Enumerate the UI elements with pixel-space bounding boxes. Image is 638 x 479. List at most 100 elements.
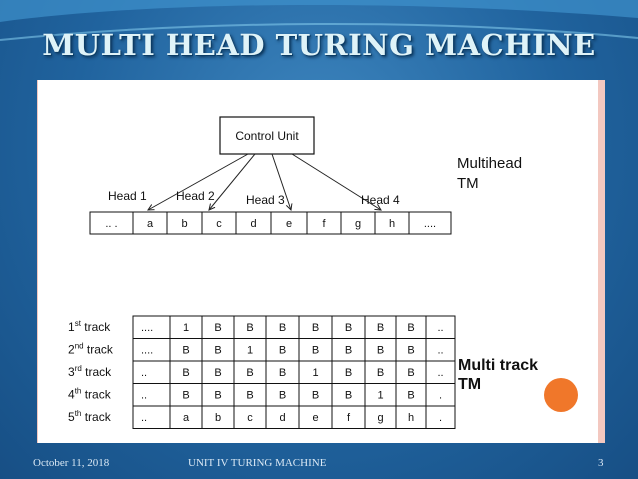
tape-cell-value: h	[389, 218, 395, 230]
footer-date: October 11, 2018	[33, 457, 110, 469]
track-cell-value: B	[377, 345, 384, 357]
track-ordinal-suffix: rd	[75, 364, 82, 373]
track-cell-value: B	[279, 390, 286, 402]
track-cell-value: ..	[141, 367, 147, 379]
head-4-arrow	[291, 153, 381, 210]
track-cell	[425, 405, 456, 429]
track-cell-value: B	[407, 367, 414, 379]
track-cell-value: B	[312, 322, 319, 334]
multitrack-label-line1: Multi track	[458, 357, 538, 374]
track-number: 5	[68, 410, 75, 424]
head-2-arrow	[209, 153, 256, 210]
track-cell-value: ....	[141, 322, 153, 334]
tape-cell-value: a	[147, 218, 154, 230]
header-swoosh	[0, 0, 638, 41]
track-cell-value: B	[214, 390, 221, 402]
tape-cell-value: ....	[424, 218, 436, 230]
track-cell-value: ..	[437, 367, 443, 379]
track-label: 2nd track	[68, 342, 114, 357]
head-2-label: Head 2	[176, 189, 215, 203]
head-3-arrow	[271, 153, 291, 210]
track-word: track	[82, 365, 112, 379]
track-cell-value: B	[214, 367, 221, 379]
track-cell-value: ..	[141, 390, 147, 402]
track-cell-value: 1	[377, 390, 383, 402]
track-ordinal-suffix: th	[75, 387, 82, 396]
track-cell-value: a	[183, 412, 190, 424]
track-cell-value: B	[407, 322, 414, 334]
track-cell-value: e	[312, 412, 318, 424]
track-cell-value: B	[377, 367, 384, 379]
head-3-label: Head 3	[246, 193, 285, 207]
tape-cell-value: b	[181, 218, 187, 230]
track-number: 2	[68, 343, 75, 357]
track-cell-value: c	[247, 412, 253, 424]
track-cell-value: B	[279, 322, 286, 334]
track-label: 1st track	[68, 319, 111, 334]
track-label: 4th track	[68, 387, 112, 402]
track-cell-value: B	[246, 322, 253, 334]
tape-cell-value: d	[250, 218, 256, 230]
slide-title: MULTI HEAD TURING MACHINE	[42, 28, 596, 62]
track-cell-value: B	[279, 345, 286, 357]
track-cell-value: B	[182, 390, 189, 402]
head-1-arrow	[148, 153, 249, 210]
tape-cell-value: g	[355, 218, 361, 230]
track-number: 1	[68, 320, 75, 334]
track-cell-value: B	[182, 367, 189, 379]
track-cell-value: f	[347, 412, 351, 424]
track-cell-value: ....	[141, 345, 153, 357]
tape-cell	[408, 211, 452, 235]
multihead-label-line1: Multihead	[457, 155, 522, 172]
track-cell-value: B	[345, 367, 352, 379]
track-cell-value: ..	[437, 345, 443, 357]
track-cell-value: b	[215, 412, 221, 424]
track-cell-value: B	[279, 367, 286, 379]
track-cell-value: 1	[247, 345, 253, 357]
track-cell	[132, 405, 171, 429]
track-cell-value: B	[312, 390, 319, 402]
page-number: 3	[598, 457, 604, 469]
track-number: 3	[68, 365, 75, 379]
track-cell-value: B	[214, 322, 221, 334]
track-cell-value: B	[214, 345, 221, 357]
track-cell-value: g	[377, 412, 383, 424]
track-cell-value: B	[377, 322, 384, 334]
track-cell-value: B	[345, 322, 352, 334]
tape-cell-value: e	[286, 218, 292, 230]
track-word: track	[81, 388, 111, 402]
control-unit-label: Control Unit	[235, 129, 299, 143]
track-cell-value: .	[439, 412, 442, 424]
track-word: track	[84, 343, 114, 357]
track-cell-value: B	[345, 390, 352, 402]
multihead-tape: .. . a b c d e f g h....	[89, 211, 452, 235]
head-4-label: Head 4	[361, 193, 400, 207]
track-cell-value: B	[182, 345, 189, 357]
track-cell-value: B	[407, 345, 414, 357]
track-ordinal-suffix: th	[75, 409, 82, 418]
track-cell-value: 1	[312, 367, 318, 379]
track-number: 4	[68, 388, 75, 402]
track-label: 5th track	[68, 409, 112, 424]
track-ordinal-suffix: st	[75, 319, 82, 328]
tape-cell-value: c	[216, 218, 222, 230]
track-cell-value: .	[439, 390, 442, 402]
tape-cell-value: .. .	[105, 218, 117, 230]
multihead-label-line2: TM	[457, 175, 479, 192]
track-cell	[132, 360, 171, 384]
track-cell-value: d	[279, 412, 285, 424]
track-cell	[132, 383, 171, 407]
track-cell-value: B	[312, 345, 319, 357]
track-cell-value: B	[407, 390, 414, 402]
track-cell-value: B	[246, 390, 253, 402]
track-word: track	[81, 410, 111, 424]
control-unit-box	[219, 116, 315, 155]
track-cell-value: 1	[183, 322, 189, 334]
accent-circle	[544, 378, 578, 412]
track-cell-value: ..	[437, 322, 443, 334]
track-label: 3rd track	[68, 364, 112, 379]
track-word: track	[81, 320, 111, 334]
tape-cell-value: f	[322, 218, 326, 230]
